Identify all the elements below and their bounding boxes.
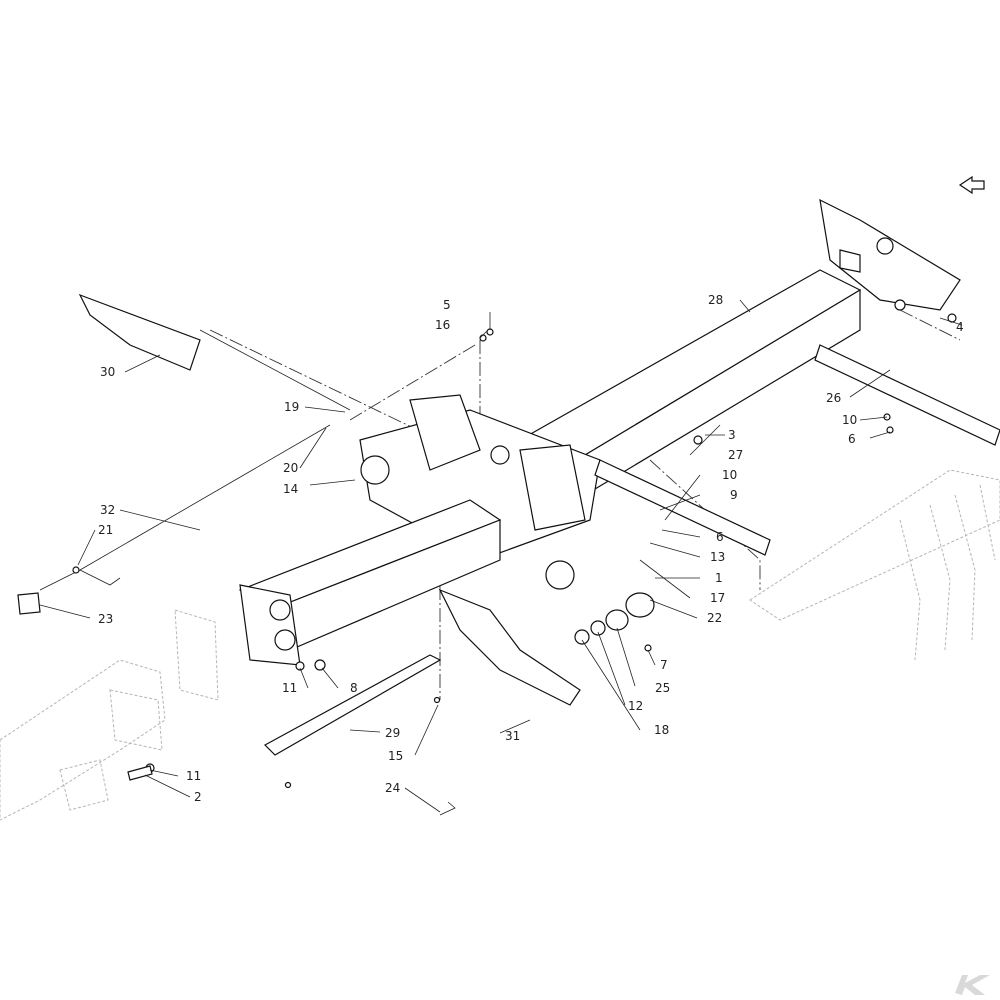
callout-4: 4	[956, 320, 964, 334]
callout-labels: 1 2 3 4 5 6 6 7 8 9 10 10 11 11 12 13 14…	[98, 293, 964, 804]
callout-22: 22	[707, 611, 722, 625]
callout-20: 20	[283, 461, 298, 475]
callout-8: 8	[350, 681, 358, 695]
callout-25: 25	[655, 681, 670, 695]
callout-6a: 6	[716, 530, 724, 544]
callout-3: 3	[728, 428, 736, 442]
callout-13: 13	[710, 550, 725, 564]
callout-12: 12	[628, 699, 643, 713]
callout-19: 19	[284, 400, 299, 414]
callout-30: 30	[100, 365, 115, 379]
direction-arrow-icon	[958, 175, 985, 195]
callout-29: 29	[385, 726, 400, 740]
callout-10b: 10	[842, 413, 857, 427]
callout-10a: 10	[722, 468, 737, 482]
ghost-right-tines	[749, 469, 1000, 661]
callout-1: 1	[715, 571, 723, 585]
hub-parts	[127, 592, 655, 816]
callout-24: 24	[385, 781, 400, 795]
callout-2: 2	[194, 790, 202, 804]
leader-lines	[39, 299, 963, 813]
callout-32: 32	[100, 503, 115, 517]
main-beam	[518, 198, 961, 512]
tine-bar	[594, 344, 1000, 556]
callout-5: 5	[443, 298, 451, 312]
callout-6b: 6	[848, 432, 856, 446]
callout-17: 17	[710, 591, 725, 605]
callout-14: 14	[283, 482, 298, 496]
left-boom	[238, 499, 502, 666]
callout-11a: 11	[282, 681, 297, 695]
callout-16: 16	[435, 318, 450, 332]
callout-15: 15	[388, 749, 403, 763]
callout-9: 9	[730, 488, 738, 502]
callout-18: 18	[654, 723, 669, 737]
callout-11b: 11	[186, 769, 201, 783]
brand-logo-icon	[955, 975, 990, 995]
callout-27: 27	[728, 448, 743, 462]
callout-21: 21	[98, 523, 113, 537]
shields	[78, 293, 581, 756]
callout-7: 7	[660, 658, 668, 672]
callout-26: 26	[826, 391, 841, 405]
callout-23: 23	[98, 612, 113, 626]
ghost-left-frame	[0, 609, 219, 821]
callout-28: 28	[708, 293, 723, 307]
callout-31: 31	[505, 729, 520, 743]
cable	[17, 329, 351, 615]
